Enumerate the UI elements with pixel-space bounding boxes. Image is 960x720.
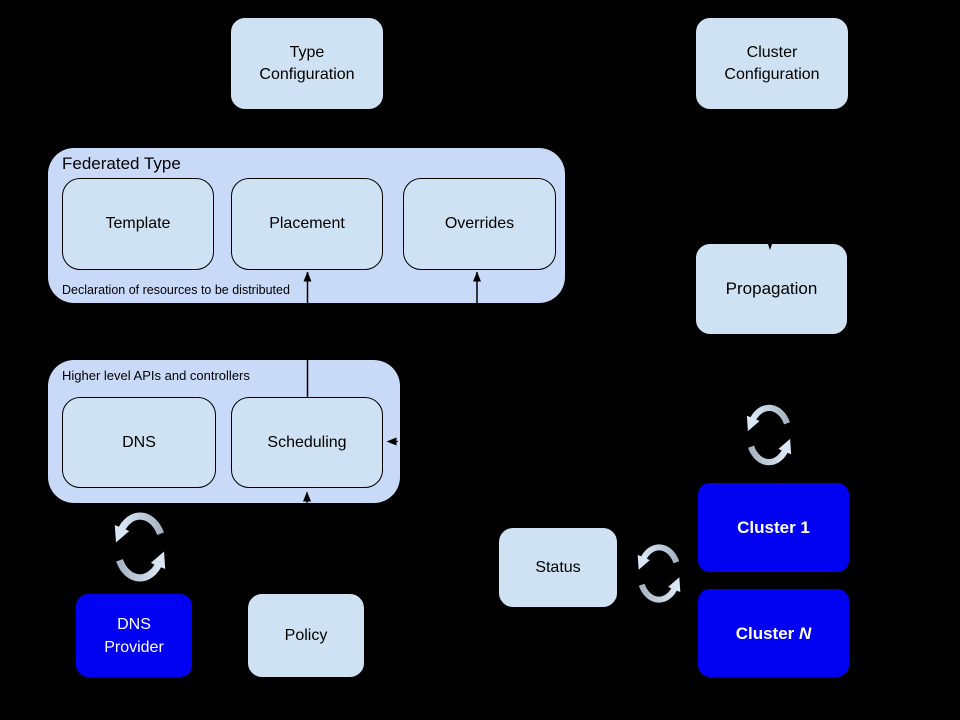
node-label: DNS Provider <box>104 615 164 656</box>
node-scheduling: Scheduling <box>231 397 383 488</box>
node-label: Cluster N <box>735 623 812 643</box>
sync-icon <box>108 506 172 588</box>
sync-icon <box>742 399 796 471</box>
node-dns-provider: DNS Provider <box>75 593 193 678</box>
node-label: Template <box>105 215 171 232</box>
node-label: Cluster Configuration <box>724 43 820 83</box>
node-dns: DNS <box>62 397 216 488</box>
sync-icon <box>633 536 685 611</box>
node-policy: Policy <box>247 593 365 678</box>
node-template: Template <box>62 178 214 270</box>
node-overrides: Overrides <box>403 178 556 270</box>
node-cluster-n: Cluster N <box>697 588 850 678</box>
node-propagation: Propagation <box>695 243 848 335</box>
node-cluster-1: Cluster 1 <box>697 482 850 573</box>
node-label: Status <box>535 558 581 576</box>
node-label: Propagation <box>725 279 818 298</box>
node-placement: Placement <box>231 178 383 270</box>
node-type-configuration: Type Configuration <box>230 17 384 110</box>
group-caption: Declaration of resources to be distribut… <box>62 283 290 297</box>
group-title: Federated Type <box>62 154 181 173</box>
group-title: Higher level APIs and controllers <box>62 368 250 383</box>
cluster-n-variable: N <box>799 623 812 643</box>
node-label: DNS <box>122 433 156 451</box>
node-status: Status <box>498 527 618 608</box>
node-label: Type Configuration <box>259 43 355 83</box>
node-label: Overrides <box>444 215 515 232</box>
node-label: Cluster 1 <box>737 518 810 537</box>
node-label: Placement <box>269 215 345 232</box>
node-label: Scheduling <box>267 433 347 451</box>
node-label: Policy <box>284 626 328 644</box>
node-cluster-configuration: Cluster Configuration <box>695 17 849 110</box>
